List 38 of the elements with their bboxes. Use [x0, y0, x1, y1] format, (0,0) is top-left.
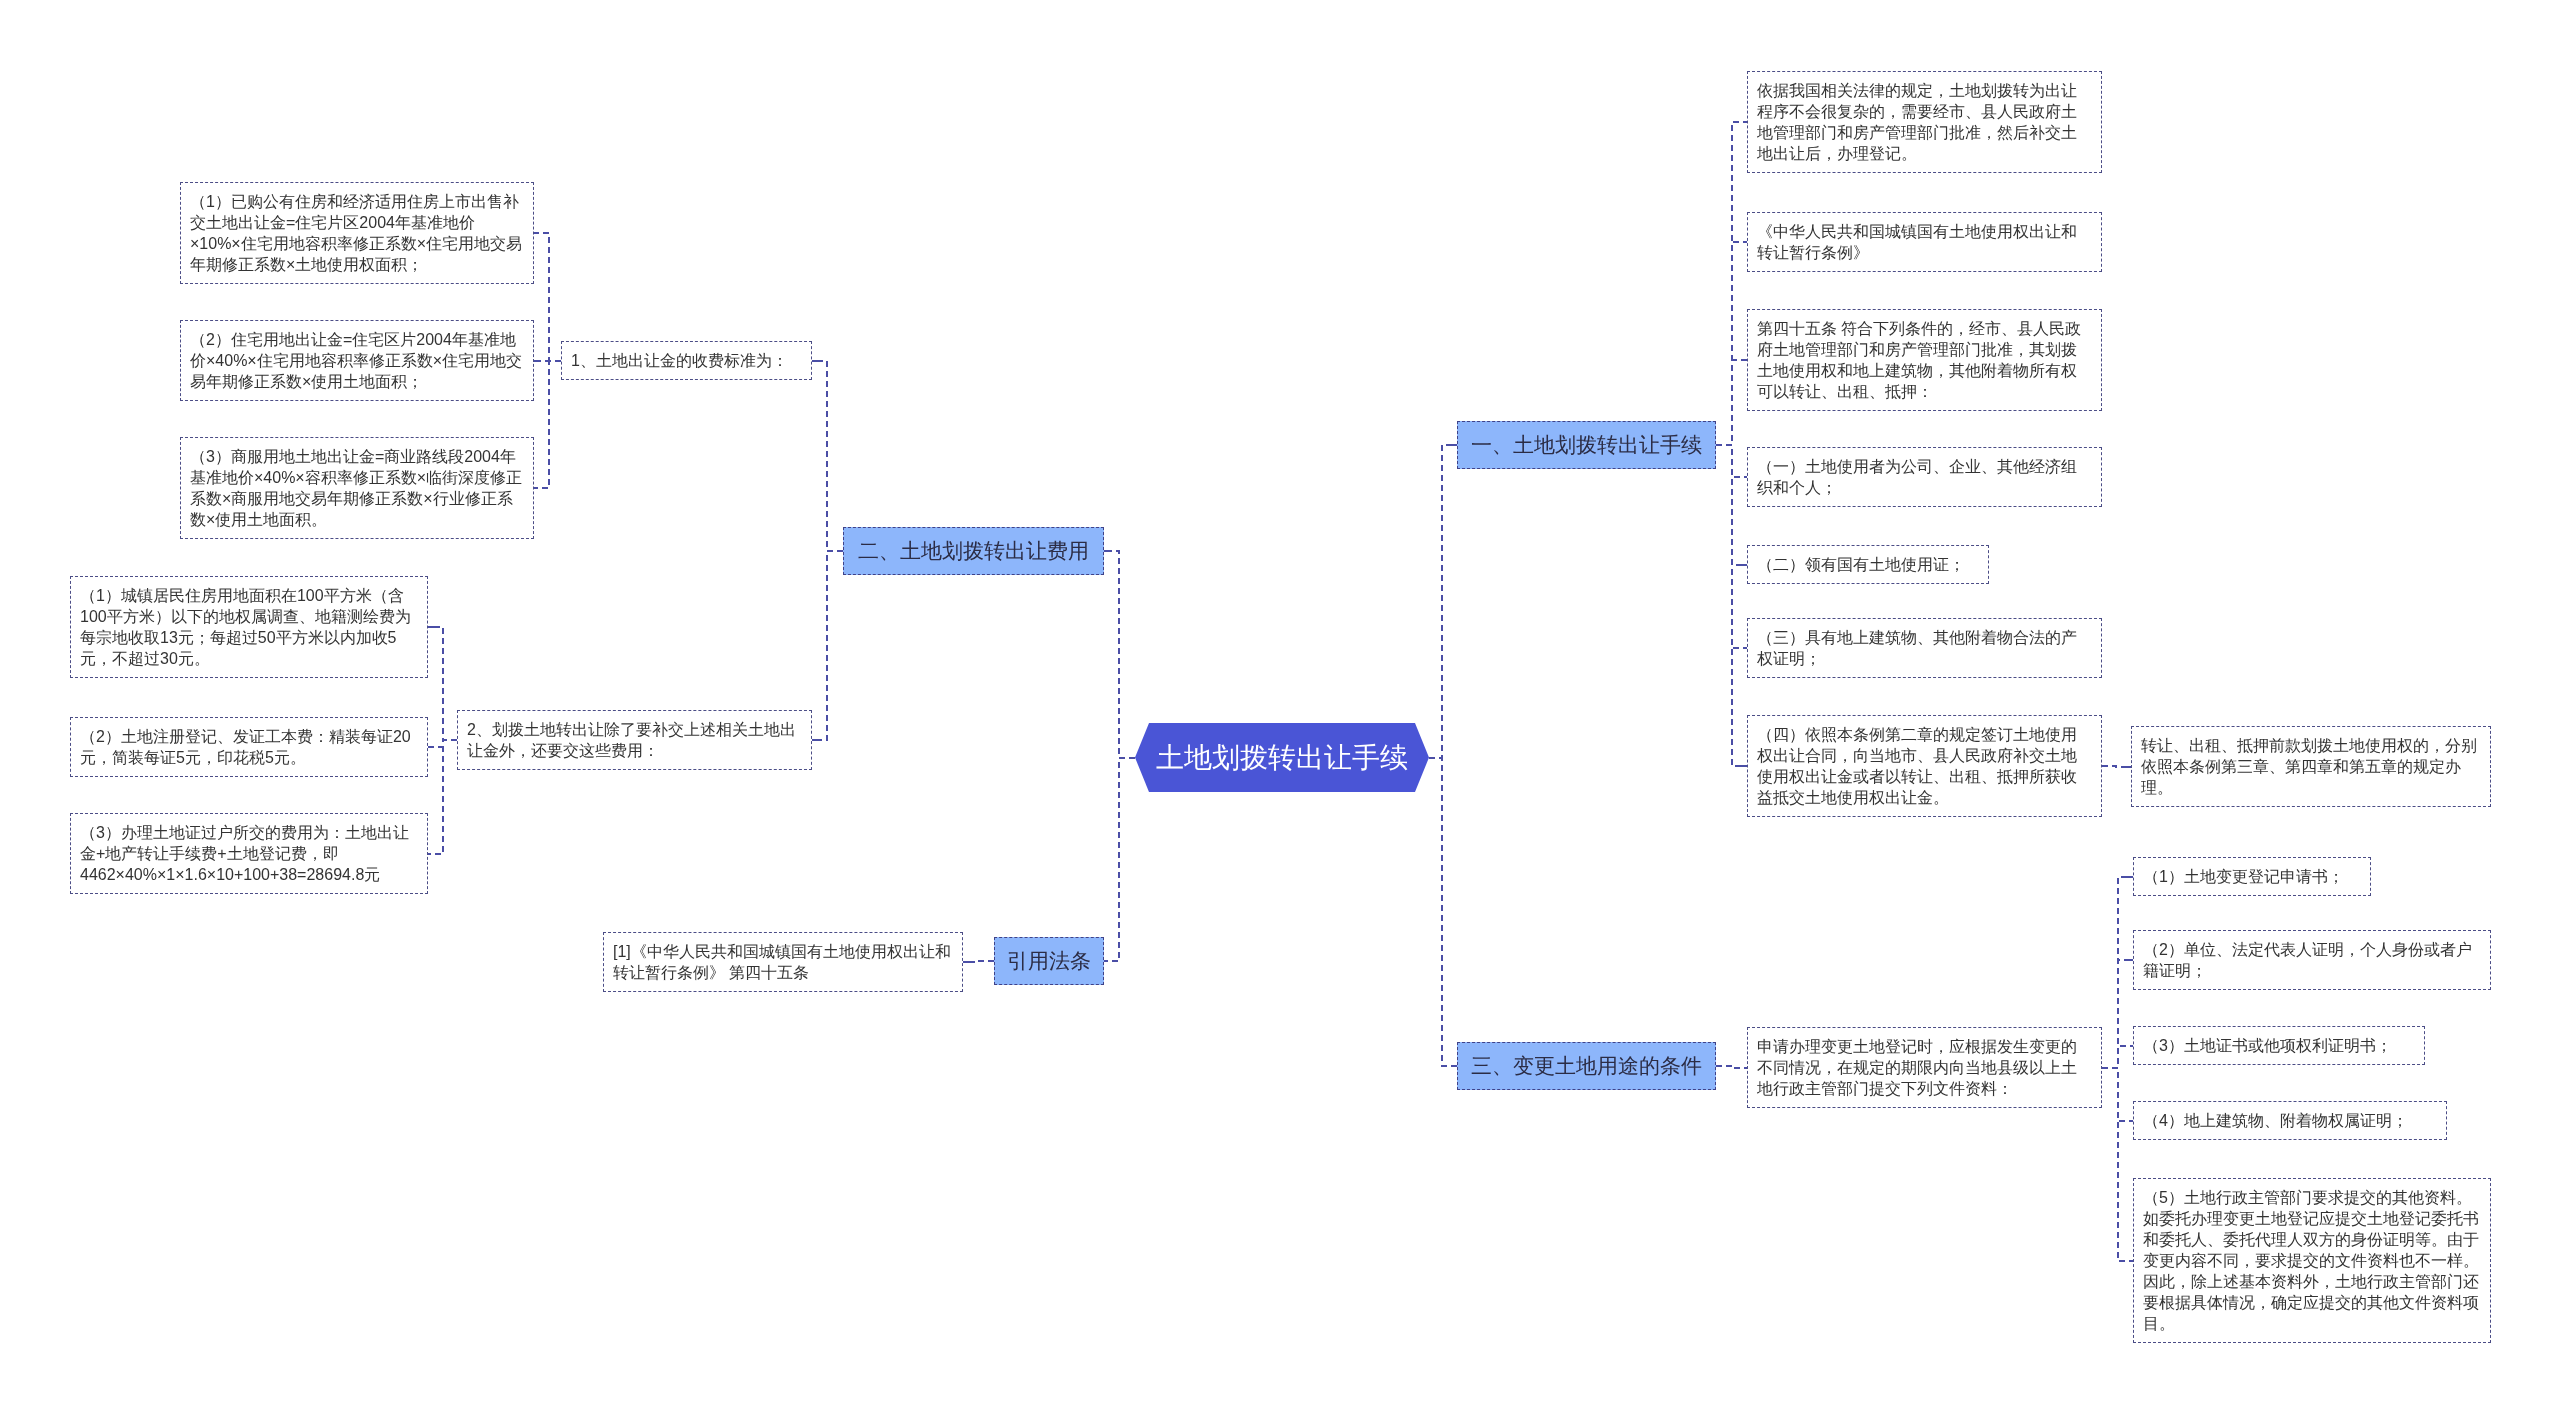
connector-line	[811, 550, 844, 741]
subtopic-note: （2）单位、法定代表人证明，个人身份或者户籍证明；	[2133, 930, 2491, 990]
subtopic-note: （5）土地行政主管部门要求提交的其他资料。如委托办理变更土地登记应提交土地登记委托书和委托人、委托代理人双方的身份证明等。由于变更内容不同，要求提交的文件资料也不一样。因此，除上述基本资料外，土地行政主管部门还要根据具体情况，确定应提交的其他文件资料项目。	[2133, 1178, 2491, 1343]
subtopic-note: 依据我国相关法律的规定，土地划拨转为出让程序不会很复杂的，需要经市、县人民政府土地管理部门和房产管理部门批准，然后补交土地出让后，办理登记。	[1747, 71, 2102, 173]
subtopic-note: 第四十五条 符合下列条件的，经市、县人民政府土地管理部门和房产管理部门批准，其划拨土地使用权和地上建筑物，其他附着物所有权可以转让、出租、抵押：	[1747, 309, 2102, 411]
subtopic-note: （1）土地变更登记申请书；	[2133, 857, 2371, 896]
central-topic: 土地划拨转出让手续	[1135, 723, 1429, 792]
subtopic-note: 转让、出租、抵押前款划拨土地使用权的，分别依照本条例第三章、第四章和第五章的规定办理。	[2131, 726, 2491, 807]
subtopic-note: （三）具有地上建筑物、其他附着物合法的产权证明；	[1747, 618, 2102, 678]
connector-line	[2101, 765, 2132, 768]
subtopic-note: [1]《中华人民共和国城镇国有土地使用权出让和转让暂行条例》 第四十五条	[603, 932, 963, 992]
subtopic-note: （2）土地注册登记、发证工本费：精装每证20元，简装每证5元，印花税5元。	[70, 717, 428, 777]
subtopic-note: 《中华人民共和国城镇国有土地使用权出让和转让暂行条例》	[1747, 212, 2102, 272]
subtopic-note: 申请办理变更土地登记时，应根据发生变更的不同情况，在规定的期限内向当地县级以上土地行政主管部门提交下列文件资料：	[1747, 1027, 2102, 1108]
subtopic-note: （1）已购公有住房和经济适用住房上市出售补交土地出让金=住宅片区2004年基准地价×10%×住宅用地容积率修正系数×住宅用地交易年期修正系数×土地使用权面积；	[180, 182, 534, 284]
subtopic-note: （3）商服用地土地出让金=商业路线段2004年基准地价×40%×容积率修正系数×临街深度修正系数×商服用地交易年期修正系数×行业修正系数×使用土地面积。	[180, 437, 534, 539]
connector-line	[1428, 757, 1458, 1067]
subtopic-note: （四）依照本条例第二章的规定签订土地使用权出让合同，向当地市、县人民政府补交土地使用权出让金或者以转让、出租、抵押所获收益抵交土地使用权出让金。	[1747, 715, 2102, 817]
subtopic-note: 2、划拨土地转出让除了要补交上述相关土地出让金外，还要交这些费用：	[457, 710, 812, 770]
connector-line	[1103, 757, 1136, 962]
branch-topic: 二、土地划拨转出让费用	[843, 527, 1104, 575]
subtopic-note: （3）办理土地证过户所交的费用为：土地出让金+地产转让手续费+土地登记费，即4462×40%×1×1.6×10+100+38=28694.8元	[70, 813, 428, 894]
subtopic-note: （3）土地证书或他项权利证明书；	[2133, 1026, 2425, 1065]
branch-topic: 三、变更土地用途的条件	[1457, 1042, 1716, 1090]
branch-topic: 一、土地划拨转出让手续	[1457, 421, 1716, 469]
subtopic-note: （1）城镇居民住房用地面积在100平方米（含100平方米）以下的地权属调查、地籍测绘费为每宗地收取13元；每超过50平方米以内加收5元，不超过30元。	[70, 576, 428, 678]
connector-line	[533, 360, 562, 489]
connector-line	[1715, 444, 1748, 767]
branch-topic: 引用法条	[994, 937, 1104, 985]
subtopic-note: （2）住宅用地出让金=住宅区片2004年基准地价×40%×住宅用地容积率修正系数×住宅用地交易年期修正系数×使用土地面积；	[180, 320, 534, 401]
subtopic-note: （二）领有国有土地使用证；	[1747, 545, 1989, 584]
connector-line	[962, 960, 995, 963]
connector-line	[427, 739, 458, 855]
subtopic-note: 1、土地出让金的收费标准为：	[561, 341, 812, 380]
connector-line	[2101, 1067, 2134, 1262]
subtopic-note: （4）地上建筑物、附着物权属证明；	[2133, 1101, 2447, 1140]
subtopic-note: （一）土地使用者为公司、企业、其他经济组织和个人；	[1747, 447, 2102, 507]
connector-line	[1715, 1065, 1748, 1069]
